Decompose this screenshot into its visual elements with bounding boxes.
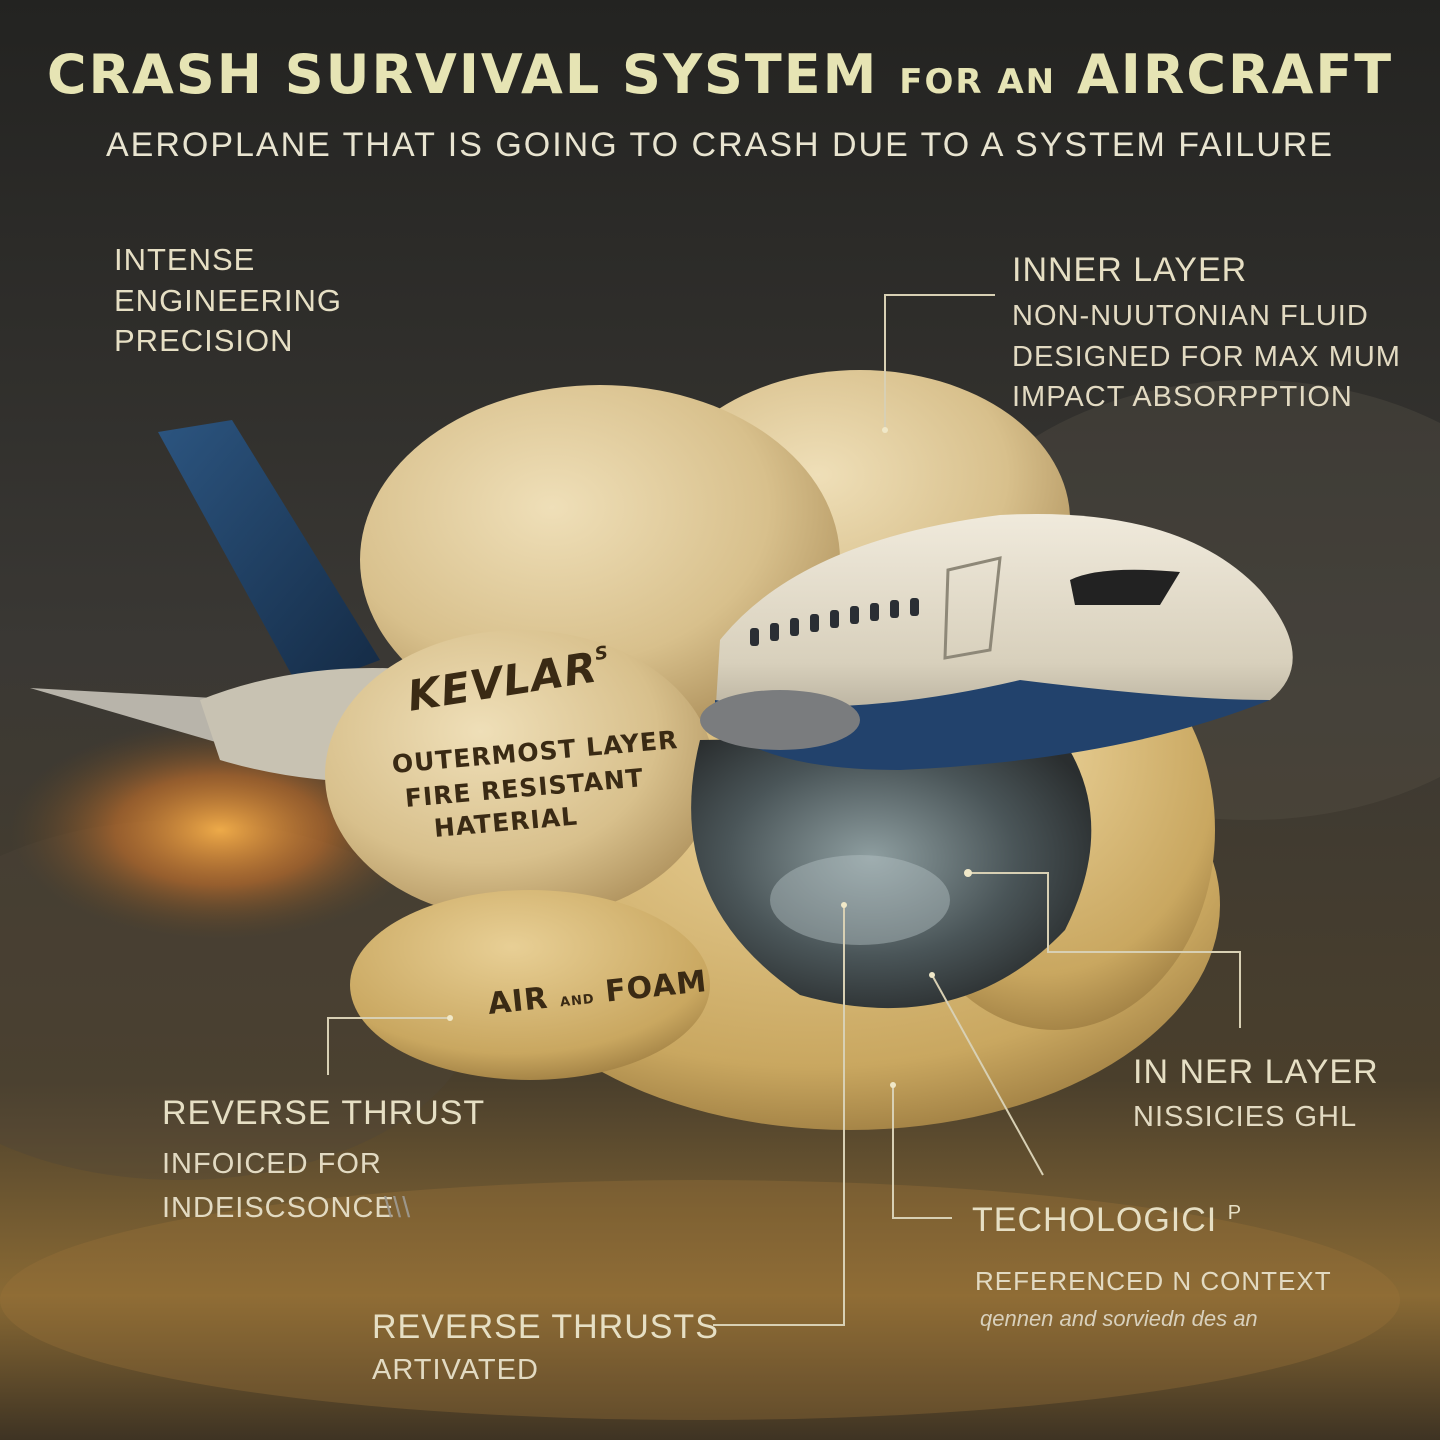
page-subtitle: AEROPLANE THAT IS GOING TO CRASH DUE TO … (105, 126, 1334, 164)
reverse-thrusts-line: ARTIVATED (372, 1354, 539, 1386)
referenced-heading: REFERENCED N CONTEXT (975, 1266, 1332, 1296)
air-text: AIR (486, 980, 550, 1022)
reverse-thrust-line-1: INFOICED FOR (162, 1148, 382, 1180)
inner-layer-top-line-3: IMPACT ABSORPPTION (1012, 381, 1353, 413)
reverse-thrusts-heading: REVERSE THRUSTS (372, 1308, 719, 1346)
inner-layer-bottom-heading: IN NER LAYER (1133, 1053, 1379, 1091)
inner-layer-top-line-2: DESIGNED FOR MAX MUM (1012, 341, 1401, 373)
techologic-heading: TECHOLOGICI P (972, 1203, 1242, 1237)
inner-layer-top-heading: INNER LAYER (1012, 251, 1248, 289)
page-title: CRASH SURVIVAL SYSTEM FOR AN AIRCRAFT (0, 48, 1440, 102)
title-main: CRASH SURVIVAL SYSTEM (46, 43, 879, 106)
reverse-thrust-heading: REVERSE THRUST (162, 1094, 486, 1132)
reverse-thrust-line-2: INDEISCSONCE (162, 1192, 395, 1224)
referenced-caption: qennen and sorviedn des an (980, 1306, 1258, 1331)
techologic-mark: P (1227, 1202, 1243, 1224)
reverse-thrust-mark: \\\ (384, 1192, 412, 1224)
techologic-text: TECHOLOGICI (972, 1201, 1218, 1239)
label-precision-2: ENGINEERING (114, 283, 343, 318)
title-end: AIRCRAFT (1076, 43, 1394, 106)
title-small: FOR AN (899, 62, 1057, 102)
and-text: AND (559, 991, 596, 1011)
inner-layer-bottom-line: NISSICIES GHL (1133, 1101, 1358, 1133)
label-precision-1: INTENSE (114, 242, 256, 277)
label-precision-3: PRECISION (114, 323, 294, 358)
inner-layer-top-line-1: NON-NUUTONIAN FLUID (1012, 300, 1369, 332)
